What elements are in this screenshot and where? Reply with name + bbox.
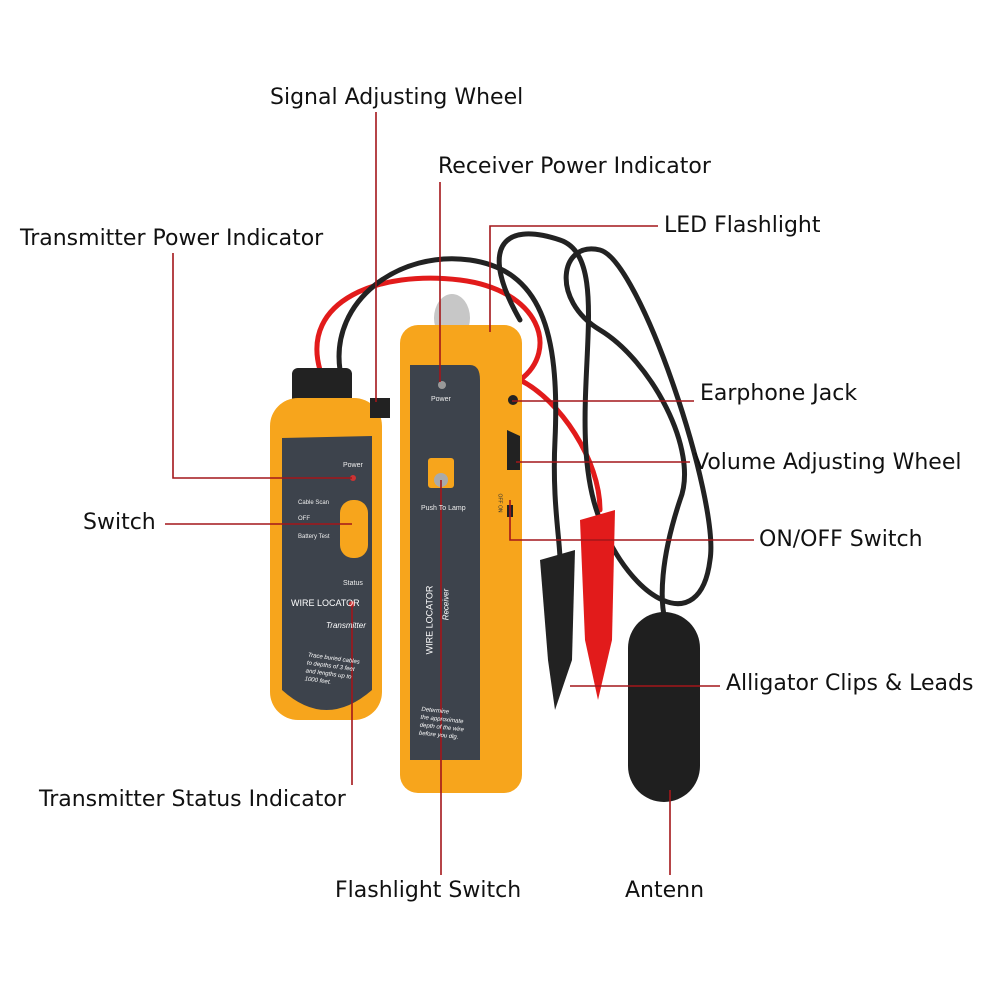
tx-power-text: Power xyxy=(343,462,363,469)
label-receiver-power-indicator: Receiver Power Indicator xyxy=(438,154,711,179)
leader-onoff xyxy=(509,500,754,541)
alligator-clips xyxy=(540,510,615,710)
label-antenna: Antenn xyxy=(625,878,705,903)
tx-status-text: Status xyxy=(343,580,363,587)
label-transmitter-status-indicator: Transmitter Status Indicator xyxy=(39,787,346,812)
cables xyxy=(314,231,714,623)
label-led-flashlight: LED Flashlight xyxy=(664,213,821,238)
tx-off: OFF xyxy=(298,516,310,522)
label-transmitter-power-indicator: Transmitter Power Indicator xyxy=(20,226,324,251)
push-to-lamp-button[interactable]: Push To Lamp xyxy=(421,505,466,512)
black-lead xyxy=(336,256,563,563)
rx-brand: WIRE LOCATOR xyxy=(424,585,435,655)
red-lead xyxy=(314,275,603,513)
tx-battery-test: Battery Test xyxy=(298,534,330,540)
tx-cable-scan: Cable Scan xyxy=(298,500,330,506)
rx-on-off: OFF ON xyxy=(496,493,503,513)
rx-model: Receiver xyxy=(441,588,451,621)
leader-lines xyxy=(165,112,754,875)
tx-brand: WIRE LOCATOR xyxy=(291,598,360,608)
tx-model: Transmitter xyxy=(326,621,366,630)
label-on-off-switch: ON/OFF Switch xyxy=(759,527,923,552)
label-switch: Switch xyxy=(83,510,156,535)
signal-wheel xyxy=(370,398,390,418)
label-flashlight-switch: Flashlight Switch xyxy=(335,878,522,903)
label-earphone-jack: Earphone Jack xyxy=(700,381,858,406)
label-alligator-clips: Alligator Clips & Leads xyxy=(726,671,974,696)
label-volume-adjusting-wheel: Volume Adjusting Wheel xyxy=(694,450,962,475)
receiver xyxy=(400,294,522,793)
leader-led xyxy=(489,225,658,332)
antenna xyxy=(628,612,700,802)
rx-power-text: Power xyxy=(431,396,451,403)
leader-tx-power xyxy=(172,253,352,479)
antenna-lead xyxy=(496,231,714,623)
label-signal-adjusting-wheel: Signal Adjusting Wheel xyxy=(270,85,524,110)
